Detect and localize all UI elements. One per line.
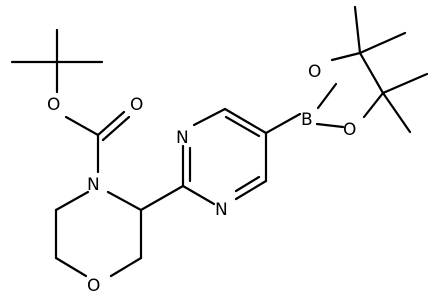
tert-butyl-group	[10, 28, 104, 94]
bond-c5-n	[54, 190, 90, 212]
morpholine-ring	[54, 190, 143, 278]
bond-c4-n3	[234, 179, 268, 201]
bond-b-o-top	[316, 82, 338, 110]
bond-oxygen-to-carbonyl	[64, 115, 100, 137]
bond-o-top-c	[330, 51, 362, 62]
bond-c6-c5	[223, 107, 268, 135]
bond-methyl-top-2	[358, 31, 407, 55]
atom-o-boronate-bottom: O	[343, 120, 356, 140]
atom-boron: B	[301, 110, 313, 130]
bond-o-c6	[54, 256, 88, 278]
atom-o-carbonyl: O	[130, 95, 143, 115]
bond-c6-c5-inner	[224, 115, 261, 138]
bond-carbonyl-double-b	[101, 115, 131, 142]
bond-methyl-bottom-1	[381, 72, 429, 95]
boc-carbamate	[64, 110, 131, 174]
pinacol-boronate-ring	[315, 5, 429, 134]
bond-c-c	[358, 51, 385, 95]
bond-morpholine-to-pyrimidine	[139, 184, 185, 212]
bond-methyl-top-1	[353, 5, 362, 55]
atom-o-boronate-top: O	[308, 62, 321, 82]
atom-n-morpholine: N	[87, 175, 100, 195]
atom-n-pyrimidine-top: N	[176, 128, 189, 148]
bond-carbonyl-double-a	[96, 110, 126, 137]
atom-o-morpholine: O	[87, 276, 100, 296]
bond-n1-c6	[192, 107, 227, 127]
bond-n3-c2	[181, 184, 216, 206]
bond-c2-o	[109, 256, 143, 278]
atom-n-pyrimidine-bottom: N	[215, 200, 228, 220]
bond-b-o-bottom	[315, 122, 345, 129]
bond-c4-n3-inner	[234, 175, 261, 193]
pyrimidine-ring	[181, 107, 268, 206]
bond-n-c3	[106, 190, 143, 212]
bond-c-o-bottom	[362, 91, 385, 119]
atom-o-ester: O	[47, 95, 60, 115]
bond-methyl-bottom-2	[381, 91, 412, 134]
bond-pyrimidine-to-boron	[264, 112, 302, 135]
